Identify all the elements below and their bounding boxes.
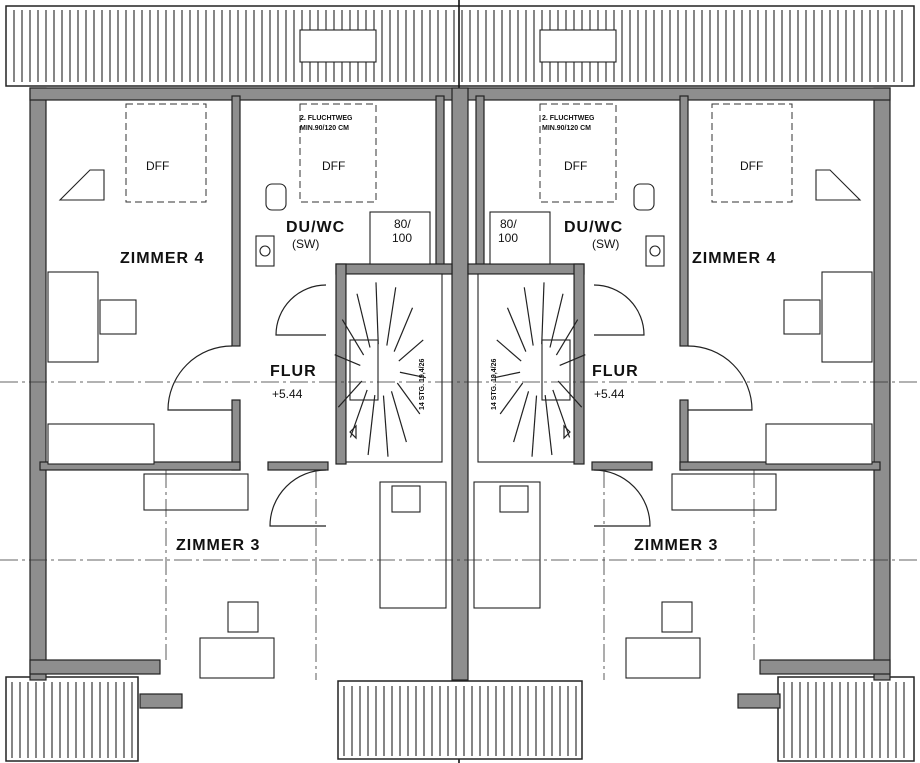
- stair-step: [382, 395, 389, 457]
- stair-step: [375, 282, 379, 345]
- flur-doors: [167, 284, 753, 527]
- stair-step: [557, 380, 583, 408]
- stair-label: 14 STG. 19,4/26: [419, 359, 426, 410]
- dff-label: DFF: [322, 159, 345, 173]
- stair-step: [341, 319, 365, 356]
- labels-left: ZIMMER 4 ZIMMER 3 FLUR +5.44 DU/WC (SW) …: [120, 115, 412, 554]
- stair-right: 14 STG. 19,4/26: [467, 263, 586, 465]
- fluchtweg-size: MIN.90/120 CM: [300, 125, 349, 132]
- stair-step: [523, 287, 534, 346]
- roof-window-left: [299, 29, 377, 63]
- level-label: +5.44: [272, 387, 303, 401]
- room-label-bath: DU/WC: [564, 219, 623, 236]
- stair-step: [494, 371, 521, 379]
- stair-step: [496, 339, 522, 362]
- walls: [29, 87, 891, 709]
- shower-size: 80/: [500, 217, 517, 231]
- shower-size: 80/: [394, 217, 411, 231]
- room-label-flur: FLUR: [592, 363, 639, 380]
- room-label-zimmer3: ZIMMER 3: [634, 537, 718, 554]
- dff-label: DFF: [146, 159, 169, 173]
- roof-bottom: [5, 676, 915, 762]
- furniture: [47, 169, 873, 679]
- stair-step: [549, 293, 564, 348]
- shower-size-2: 100: [498, 231, 518, 245]
- stair-step: [513, 391, 530, 443]
- stair-step: [541, 282, 545, 345]
- dormer-windows: [125, 103, 793, 203]
- stair-step: [499, 382, 524, 415]
- bath-note: (SW): [292, 237, 319, 251]
- stair-step: [398, 339, 424, 362]
- stair-step: [396, 382, 421, 415]
- bath-note: (SW): [592, 237, 619, 251]
- fluchtweg-size: MIN.90/120 CM: [542, 125, 591, 132]
- room-label-bath: DU/WC: [286, 219, 345, 236]
- stair-step: [559, 354, 586, 367]
- roof-top: [5, 0, 915, 763]
- roof-window-right: [539, 29, 617, 63]
- stair-step: [337, 380, 363, 408]
- stair-left: 14 STG. 19,4/26: [334, 263, 453, 465]
- dff-label: DFF: [564, 159, 587, 173]
- fluchtweg-label: 2. FLUCHTWEG: [300, 115, 353, 122]
- stair-step: [544, 395, 553, 456]
- fluchtweg-label: 2. FLUCHTWEG: [542, 115, 595, 122]
- axis-lines: [0, 381, 920, 680]
- shower-size-2: 100: [392, 231, 412, 245]
- stair-step: [506, 307, 527, 352]
- stair-step: [399, 371, 426, 379]
- stair-step: [367, 395, 376, 456]
- labels-right: ZIMMER 4 ZIMMER 3 FLUR +5.44 DU/WC (SW) …: [498, 115, 776, 554]
- level-label: +5.44: [594, 387, 625, 401]
- stair-step: [334, 354, 361, 367]
- room-label-flur: FLUR: [270, 363, 317, 380]
- stair-step: [393, 307, 414, 352]
- stair-step: [386, 287, 397, 346]
- dff-label: DFF: [740, 159, 763, 173]
- bath-fixtures: [255, 183, 665, 267]
- room-label-zimmer3: ZIMMER 3: [176, 537, 260, 554]
- room-label-zimmer4: ZIMMER 4: [692, 250, 776, 267]
- stair-label: 14 STG. 19,4/26: [491, 359, 498, 410]
- room-label-zimmer4: ZIMMER 4: [120, 250, 204, 267]
- stair-step: [390, 391, 407, 443]
- stair-step: [555, 319, 579, 356]
- stair-step: [356, 293, 371, 348]
- stair-step: [531, 395, 538, 457]
